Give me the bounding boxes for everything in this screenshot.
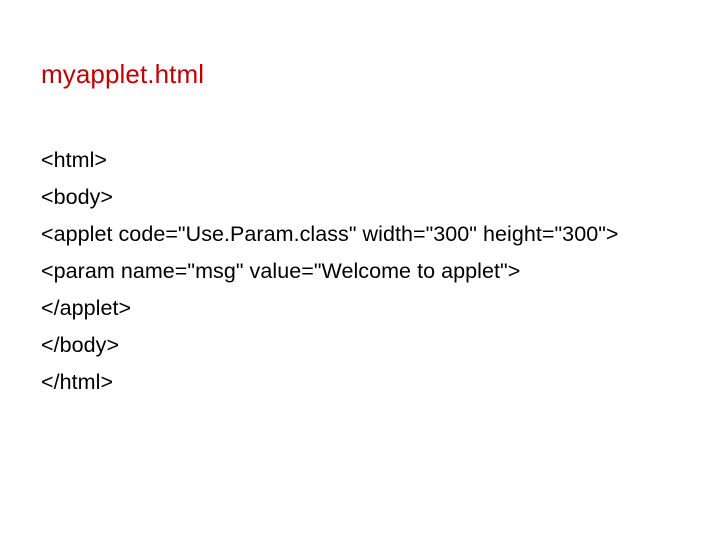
code-line: <html>: [41, 148, 108, 172]
code-line: </html>: [41, 370, 114, 394]
code-line: </applet>: [41, 296, 132, 320]
code-line: </body>: [41, 333, 120, 357]
page-title: myapplet.html: [41, 59, 205, 89]
code-line: <applet code="Use.Param.class" width="30…: [41, 222, 619, 246]
code-line: <param name="msg" value="Welcome to appl…: [41, 259, 521, 283]
code-block: <html> <body> <applet code="Use.Param.cl…: [41, 142, 701, 401]
code-line: <body>: [41, 185, 114, 209]
